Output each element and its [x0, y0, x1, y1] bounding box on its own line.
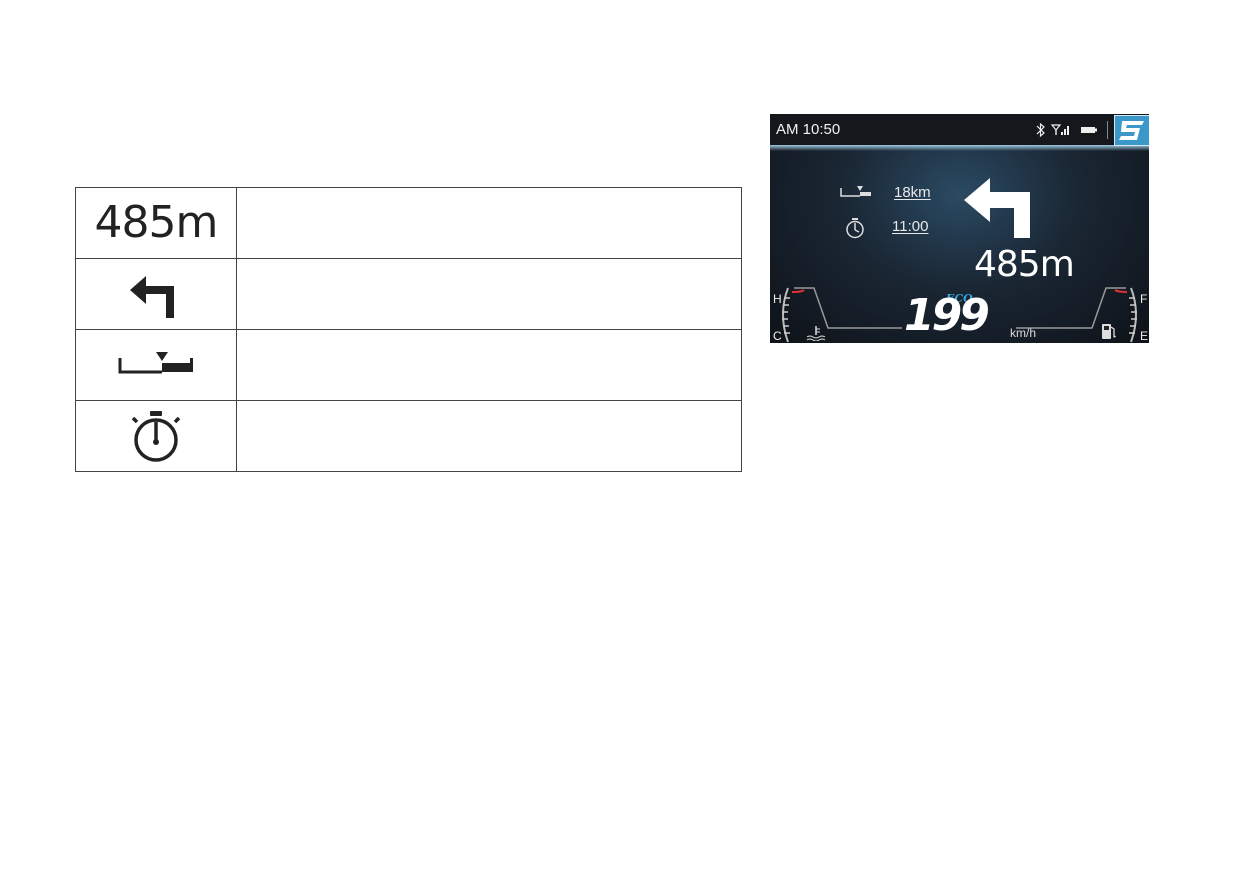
- battery-icon: [1081, 127, 1097, 133]
- brand-logo: [1114, 115, 1149, 146]
- bluetooth-icon: [1036, 122, 1045, 138]
- speedometer-value: 199: [904, 290, 990, 341]
- trip-time-value: 11:00: [892, 218, 929, 235]
- legend-row-turn: [75, 258, 743, 330]
- temp-high-label: H: [773, 292, 782, 306]
- legend-row-remaining-distance: [75, 329, 743, 401]
- fuel-empty-label: E: [1140, 329, 1149, 343]
- status-separator: [1107, 121, 1108, 139]
- legend-row-distance: 485m: [75, 187, 743, 259]
- stopwatch-icon: [846, 218, 864, 239]
- turn-left-arrow-icon: [129, 276, 174, 318]
- gauge-outline: [782, 287, 1137, 343]
- legend-description: [235, 258, 743, 330]
- turn-distance: 485m: [974, 244, 1075, 285]
- distance-text: 485m: [94, 197, 219, 248]
- legend-icon-cell: [75, 329, 237, 401]
- legend-description: [235, 400, 743, 472]
- stopwatch-icon: [131, 411, 181, 462]
- legend-description: [235, 329, 743, 401]
- fuel-pump-icon: [1102, 324, 1117, 339]
- status-bar-glow: [770, 145, 1149, 151]
- signal-icon: [1050, 124, 1069, 135]
- fuel-full-label: F: [1140, 292, 1148, 306]
- status-icons: [1036, 122, 1104, 142]
- coolant-temp-icon: [806, 326, 826, 341]
- turn-left-arrow-icon: [964, 178, 1030, 238]
- temp-low-label: C: [773, 329, 782, 343]
- legend-icon-cell: 485m: [75, 187, 237, 259]
- remaining-distance-icon: [840, 186, 871, 197]
- legend-row-stopwatch: [75, 400, 743, 472]
- icon-legend-table: 485m: [75, 187, 743, 472]
- trip-distance-value: 18km: [894, 184, 931, 201]
- legend-icon-cell: [75, 258, 237, 330]
- remaining-distance-icon: [118, 352, 193, 374]
- riding-mode: ECO: [946, 292, 973, 305]
- legend-description: [235, 187, 743, 259]
- instrument-cluster-display: AM 10:50 18km: [770, 114, 1149, 343]
- legend-icon-cell: [75, 400, 237, 472]
- speed-unit: km/h: [1010, 326, 1037, 340]
- clock-time: AM 10:50: [776, 121, 841, 138]
